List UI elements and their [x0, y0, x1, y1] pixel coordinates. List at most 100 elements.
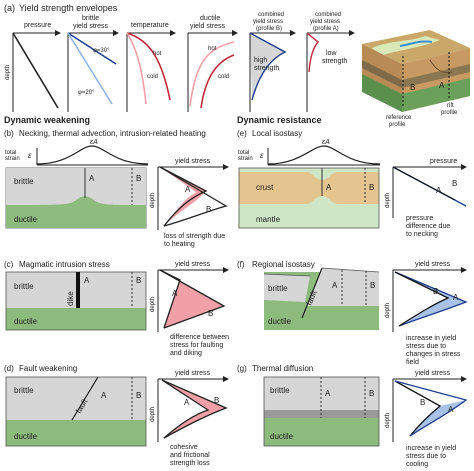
phi20-line	[67, 32, 113, 105]
inset-B-b: B	[206, 205, 211, 214]
phi20-label: φ=20°	[78, 90, 95, 96]
temperature-envelope: temperature hot cold	[126, 22, 176, 112]
crust-layer-e	[239, 172, 379, 204]
envelope-A-b	[159, 166, 208, 227]
combined-b-line3: (profile B)	[256, 26, 282, 32]
brittle-label-g: brittle	[270, 386, 290, 395]
depth-b: depth	[150, 193, 156, 208]
brittle-label-b: brittle	[14, 177, 34, 186]
envelope-B-d	[161, 379, 228, 439]
yield-stress-b: yield stress	[175, 158, 211, 165]
epsilon-A-e: εA	[322, 139, 330, 146]
pressure-envelope: pressure depth	[5, 22, 61, 112]
rift-profile-label-1: rift	[447, 103, 454, 109]
label-B-b: B	[136, 174, 141, 183]
crust-label: crust	[256, 183, 274, 192]
panel-c-title: Magmatic intrusion stress	[19, 260, 110, 269]
panel-a-title: Yield strength envelopes	[19, 3, 118, 13]
panel-c: (c) Magmatic intrusion stress brittle du…	[4, 260, 229, 357]
block-diagram: B A reference profile rift profile	[362, 30, 470, 128]
depth-c: depth	[150, 297, 156, 312]
note-g-3: cooling	[406, 461, 428, 468]
panel-b: (b) Necking, thermal advection, intrusio…	[4, 129, 229, 248]
inset-A-g: A	[448, 405, 454, 414]
brittle-label-f: brittle	[268, 284, 288, 293]
inset-A-e: A	[436, 186, 442, 195]
note-g-1: increase in yield	[406, 445, 456, 452]
high-strength-fill	[250, 33, 285, 100]
block-mantle-right	[402, 78, 470, 112]
inset-A-b: A	[185, 185, 191, 194]
label-A-g: A	[325, 389, 331, 398]
note-e-1: pressure	[406, 215, 433, 222]
pressure-line-A-e	[392, 166, 456, 201]
dynamic-resistance-heading: Dynamic resistance	[237, 115, 322, 125]
depth-e: depth	[385, 193, 391, 208]
panel-g: (g) Thermal diffusion brittle ductile A …	[237, 364, 468, 468]
envelope-B-f	[394, 271, 450, 327]
epsilon-e: ε	[260, 151, 264, 160]
strain-curve-e	[267, 145, 381, 165]
panel-b-label: (b)	[4, 129, 14, 138]
depth-f: depth	[385, 303, 391, 318]
panel-c-label: (c)	[4, 260, 14, 269]
inset-A-c: A	[172, 289, 178, 298]
note-d-3: strength loss	[170, 460, 210, 467]
note-e-2: difference due	[406, 223, 450, 230]
block-label-A: A	[439, 81, 445, 90]
envelope-A-f	[394, 271, 468, 327]
ductile-label-b: ductile	[14, 215, 38, 224]
envelope-B-c	[159, 269, 226, 329]
block-layer-2	[402, 64, 470, 88]
envelope-A-g	[394, 380, 468, 437]
yield-stress-c: yield stress	[175, 261, 211, 268]
panel-g-title: Thermal diffusion	[252, 364, 313, 373]
label-B-e: B	[369, 183, 374, 192]
inset-B-e: B	[452, 179, 457, 188]
strength-loss-fill-b	[160, 167, 206, 226]
fault-line-f	[301, 267, 323, 319]
low-strength-line1: low	[326, 50, 337, 57]
note-c-2: stress for faulting	[170, 342, 223, 349]
temperature-label: temperature	[131, 22, 169, 29]
high-strength-line2: strength	[254, 65, 279, 72]
inset-B-c: B	[208, 309, 213, 318]
inset-B-g: B	[420, 398, 425, 407]
pressure-label-e: pressure	[430, 158, 457, 165]
block-label-B: B	[410, 83, 415, 92]
combined-a-curve	[306, 32, 319, 73]
yield-stress-d: yield stress	[175, 370, 211, 377]
total-strain-e-1: total	[238, 150, 249, 156]
total-strain-1: total	[5, 150, 16, 156]
panel-f-label: (f)	[237, 260, 245, 269]
panel-a: (a) Yield strength envelopes pressure de…	[4, 3, 470, 128]
note-c-3: and diking	[170, 350, 202, 357]
panel-d-title: Fault weakening	[19, 364, 77, 373]
label-A-b: A	[89, 174, 95, 183]
ductile-label-f: ductile	[268, 317, 292, 326]
phi30-label: φ=30°	[93, 48, 110, 54]
combined-b-envelope: combined yield stress (profile B) high s…	[249, 12, 296, 112]
reference-profile-label-2: profile	[389, 122, 406, 128]
ductile-label-g: ductile	[270, 432, 294, 441]
brittle-label-d: brittle	[14, 386, 34, 395]
label-A-d: A	[101, 391, 107, 400]
section-box-e	[238, 167, 380, 229]
panel-b-title: Necking, thermal advection, intrusion-re…	[19, 129, 206, 138]
epsilon-A-b: εA	[90, 139, 98, 146]
section-box-d	[5, 376, 147, 447]
envelope-B-g	[394, 380, 442, 437]
panel-e: (e) Local isostasy total strain ε εA cru…	[237, 129, 467, 238]
hot-label-2: hot	[208, 46, 217, 52]
yield-stress-f: yield stress	[415, 261, 451, 268]
panel-d-label: (d)	[4, 364, 14, 373]
block-mantle-left	[362, 74, 402, 112]
combined-a-line1: combined	[315, 12, 341, 18]
dike-label: dike	[66, 291, 75, 306]
ductile-label-c: ductile	[14, 317, 38, 326]
stress-increase-fill-g	[395, 381, 466, 436]
stress-increase-fill-f	[395, 272, 466, 326]
ductile-layer-b	[6, 196, 146, 228]
brittle-block-right-f	[306, 268, 379, 306]
